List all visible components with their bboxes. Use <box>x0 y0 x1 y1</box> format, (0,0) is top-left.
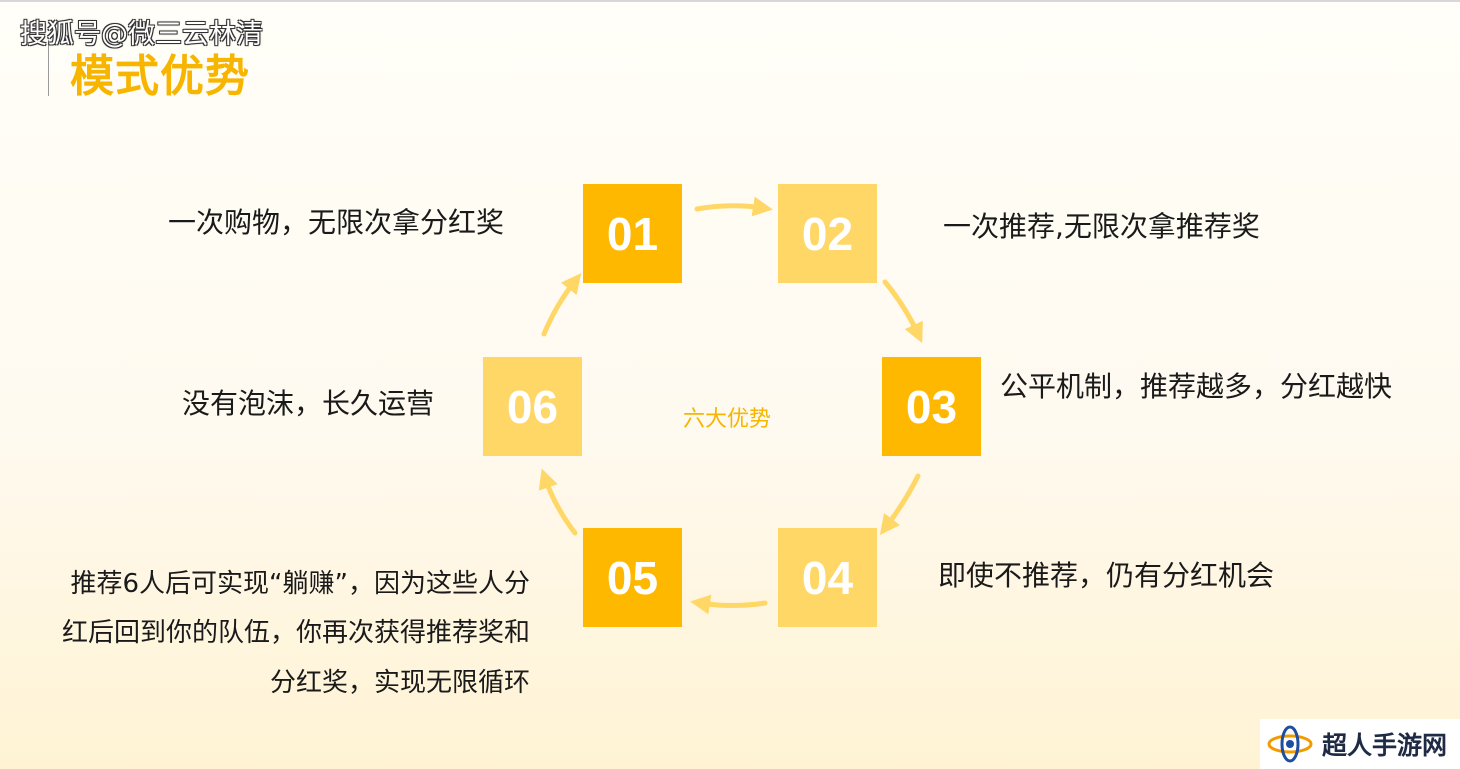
page-title: 模式优势 <box>70 51 250 102</box>
site-logo: 超人手游网 <box>1260 719 1460 769</box>
arrow-02-to-03 <box>882 279 923 344</box>
step-01-text: 一次购物，无限次拿分红奖 <box>168 206 505 239</box>
top-divider <box>0 0 1460 2</box>
step-04-box: 04 <box>778 528 877 627</box>
step-06-box: 06 <box>483 357 582 456</box>
atom-orbit-icon <box>1267 725 1313 763</box>
arrow-01-to-02 <box>694 196 773 217</box>
step-02-text: 一次推荐,无限次拿推荐奖 <box>943 210 1260 243</box>
logo-text: 超人手游网 <box>1322 731 1448 760</box>
title-side-divider <box>48 40 49 96</box>
step-04-text: 即使不推荐，仍有分红机会 <box>938 559 1275 592</box>
step-05-box: 05 <box>583 528 682 627</box>
arrow-03-to-04 <box>879 473 921 535</box>
arrow-05-to-06 <box>538 468 578 536</box>
arrow-06-to-01 <box>541 273 582 337</box>
watermark-text: 搜狐号@微三云林清 <box>20 19 263 50</box>
center-label: 六大优势 <box>683 407 772 432</box>
step-02-box: 02 <box>778 184 877 283</box>
step-01-box: 01 <box>583 184 682 283</box>
step-05-text: 推荐6人后可实现“躺赚”，因为这些人分红后回到你的队伍，你再次获得推荐奖和分红奖… <box>61 569 530 698</box>
step-03-box: 03 <box>882 357 981 456</box>
step-03-text: 公平机制，推荐越多，分红越快 <box>1000 370 1393 403</box>
step-06-text: 没有泡沫，长久运营 <box>182 387 435 420</box>
arrow-04-to-05 <box>690 594 768 615</box>
